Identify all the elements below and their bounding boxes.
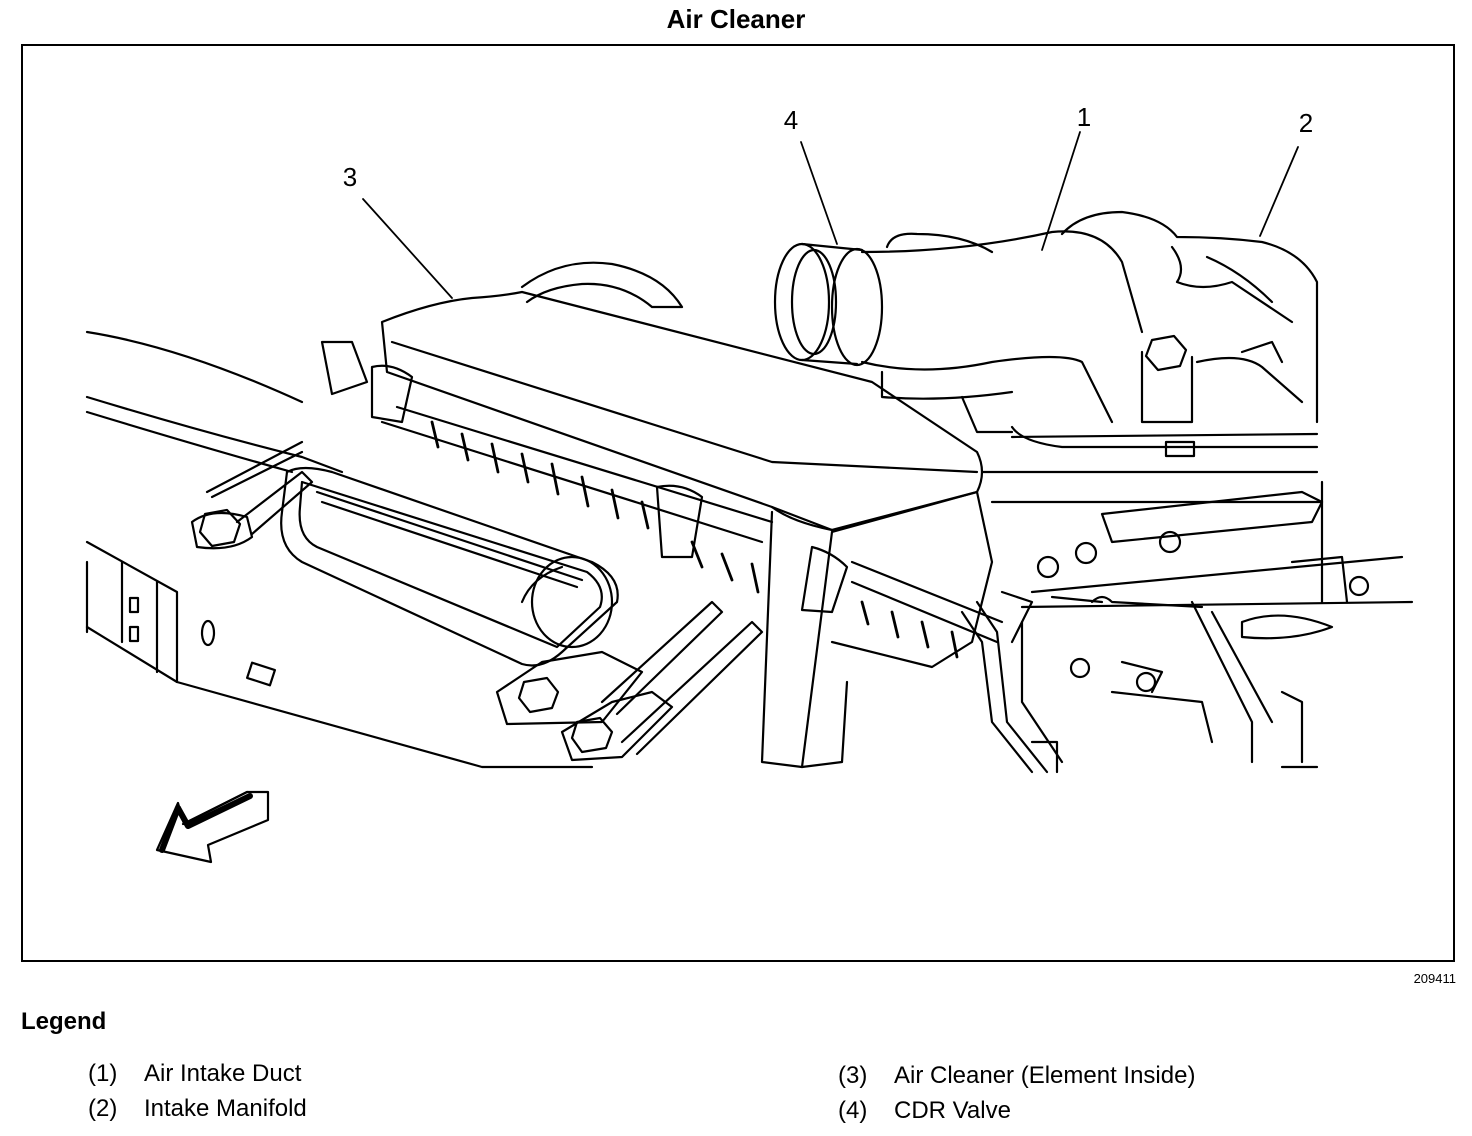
legend-label: Intake Manifold	[144, 1095, 307, 1122]
legend-heading: Legend	[21, 1008, 107, 1035]
cdr-valve	[773, 242, 884, 367]
legend-label: Air Intake Duct	[144, 1060, 302, 1087]
radiator-support	[85, 330, 594, 769]
legend-item-4: (4) CDR Valve	[838, 1096, 1011, 1126]
intake-manifold	[1010, 210, 1319, 458]
mounting-bolts	[190, 334, 1370, 762]
callout-label-3: 3	[343, 162, 357, 192]
callout-label-4: 4	[784, 105, 798, 135]
legend-item-3: (3) Air Cleaner (Element Inside)	[838, 1061, 1195, 1091]
engine-illustration: 1 2 3 4	[85, 102, 1414, 864]
callout-leader-lines	[362, 131, 1299, 299]
intake-opening	[280, 466, 619, 667]
legend-number: (3)	[838, 1062, 868, 1089]
legend-item-2: (2) Intake Manifold	[88, 1094, 307, 1124]
forward-arrow-icon	[155, 790, 270, 864]
legend-number: (4)	[838, 1097, 868, 1124]
air-intake-duct	[860, 230, 1144, 434]
legend-number: (2)	[88, 1095, 118, 1122]
legend-label: CDR Valve	[894, 1097, 1011, 1124]
air-cleaner-housing	[320, 261, 1004, 769]
legend-number: (1)	[88, 1060, 118, 1087]
illustration-frame: 1 2 3 4	[21, 44, 1455, 962]
callout-label-2: 2	[1299, 108, 1313, 138]
legend-item-1: (1) Air Intake Duct	[88, 1059, 301, 1089]
figure-number: 209411	[1413, 971, 1456, 986]
callout-label-1: 1	[1077, 102, 1091, 132]
diagram-title: Air Cleaner	[666, 4, 806, 34]
legend-label: Air Cleaner (Element Inside)	[894, 1062, 1196, 1089]
engine-detail	[960, 470, 1414, 774]
support-brackets	[235, 470, 764, 756]
